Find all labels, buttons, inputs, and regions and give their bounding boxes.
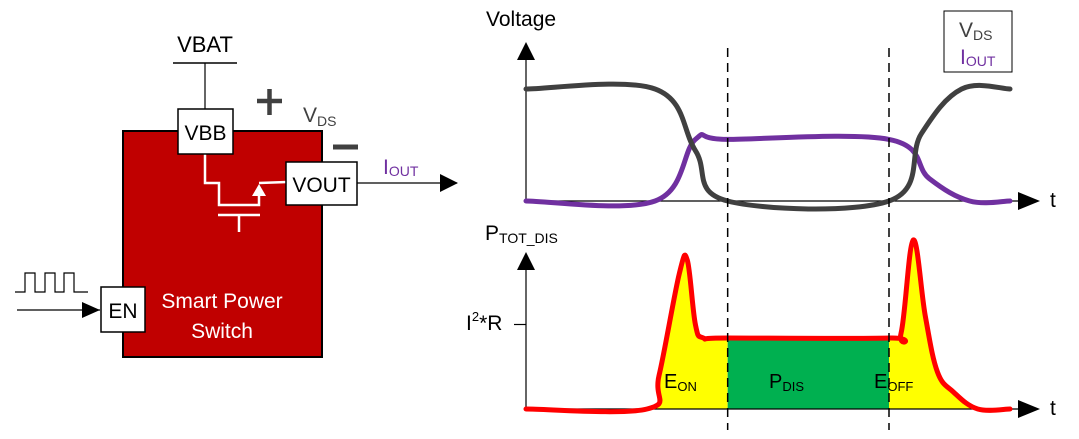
voltage-x-axis-label: t [1050, 189, 1056, 212]
pwm-signal-icon [15, 273, 88, 292]
output-arrow-icon [440, 174, 458, 192]
power-y-tick-label: I2*R [466, 309, 502, 335]
en-pin-label: EN [108, 300, 137, 323]
plus-sign-icon [257, 89, 282, 115]
series-line-vds [526, 84, 1010, 209]
vbb-pin-label: VBB [184, 122, 226, 145]
series-line-iout [526, 134, 1010, 205]
voltage-axis-title: Voltage [486, 8, 556, 31]
power-y-axis-arrow-icon [517, 252, 535, 270]
power-axis-title: PTOT_DIS [485, 222, 558, 246]
en-arrow-icon [82, 302, 100, 318]
voltage-y-axis-arrow-icon [517, 42, 535, 60]
vds-label: VDS [303, 104, 336, 129]
voltage-chart-legend: VDS IOUT [944, 11, 1012, 72]
vout-pin-label: VOUT [292, 174, 351, 197]
voltage-chart: Voltage t VDS IOUT [486, 8, 1056, 212]
device-name-line1: Smart Power [161, 290, 282, 313]
power-x-axis-label: t [1050, 397, 1056, 420]
vbat-label: VBAT [177, 32, 233, 57]
iout-label: IOUT [383, 156, 419, 179]
voltage-x-axis-arrow-icon [1018, 192, 1040, 210]
circuit-diagram: VBAT VBB VOUT VDS IOUT [15, 32, 458, 357]
device-name-line2: Switch [191, 320, 253, 343]
power-x-axis-arrow-icon [1018, 400, 1040, 418]
power-dissipation-chart: PTOT_DIS t I2*R EONPDISEOFF [466, 222, 1056, 420]
